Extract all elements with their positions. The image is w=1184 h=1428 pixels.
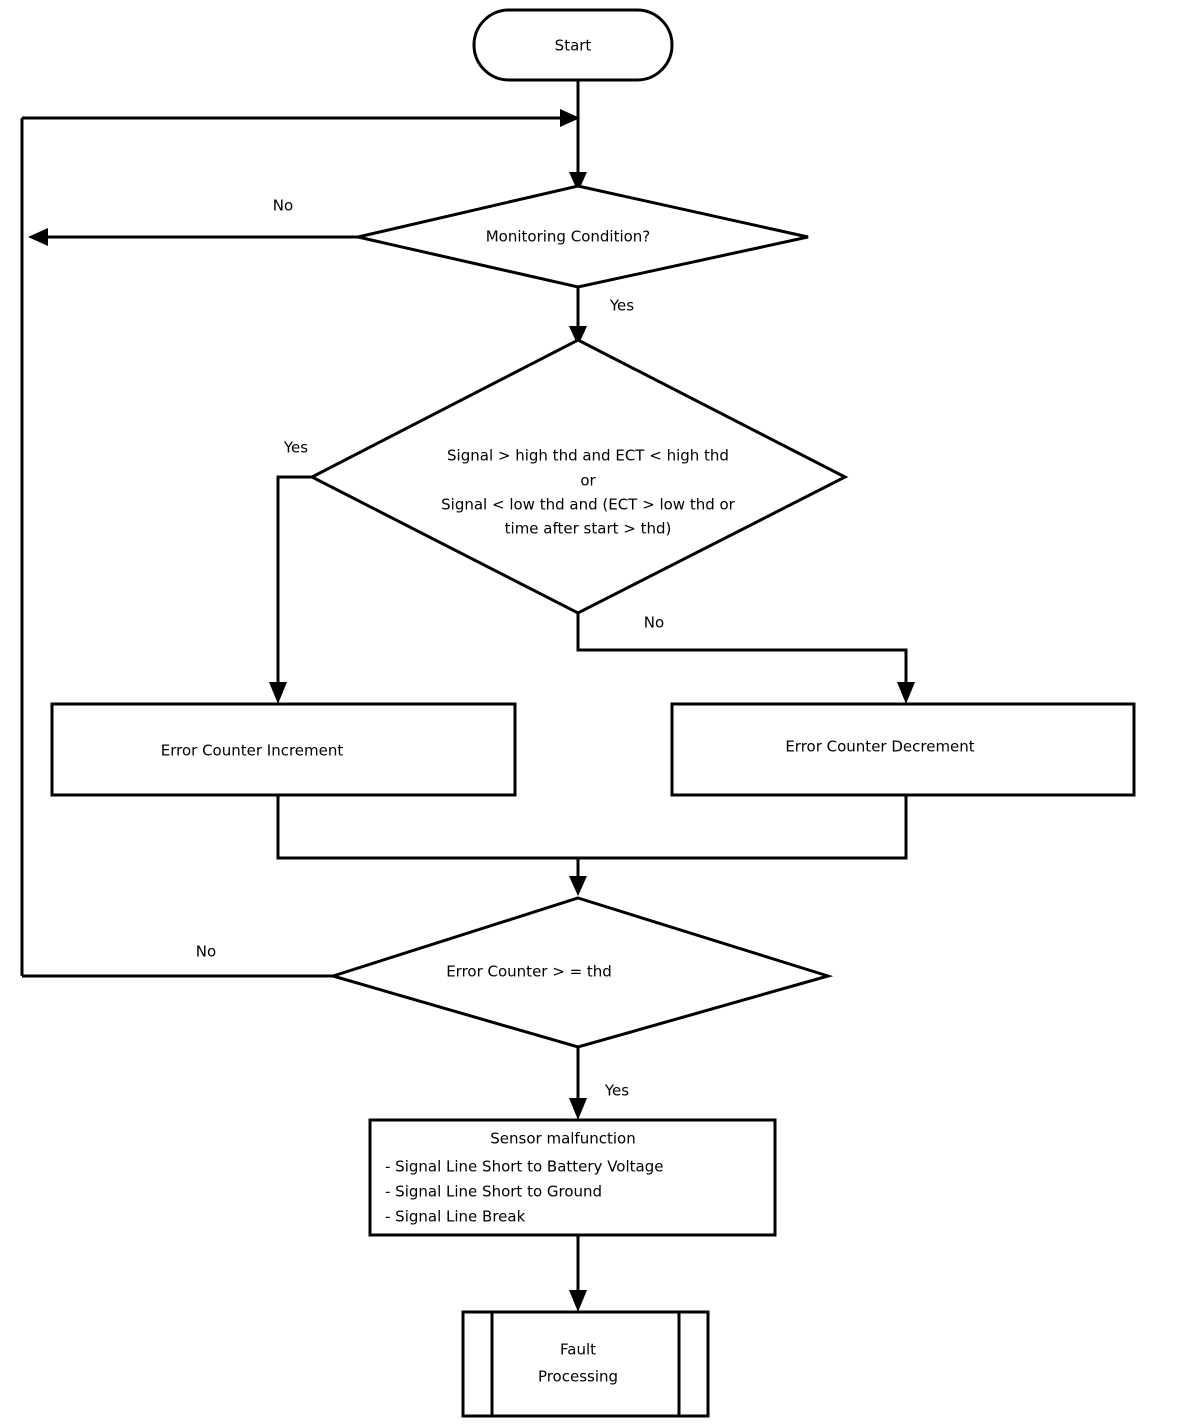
edge-label-threshold-yes: Yes	[604, 1082, 629, 1100]
arrowhead-down	[269, 682, 287, 704]
node-start[interactable]: Start	[472, 8, 674, 82]
error-counter-decrement-shape	[670, 702, 1136, 797]
arrowhead-down	[569, 1098, 587, 1120]
edge-loopback-top	[22, 109, 580, 127]
edge-label-signal-no: No	[644, 614, 664, 632]
node-error-counter-decrement[interactable]: Error Counter Decrement	[670, 702, 1136, 797]
node-error-counter-threshold[interactable]: Error Counter > = thd	[327, 896, 834, 1049]
edge-monitoring-yes	[569, 287, 587, 346]
node-signal-check[interactable]: Signal > high thd and ECT < high thd or …	[308, 338, 849, 615]
edge-counters-merge	[276, 795, 908, 896]
monitoring-condition-label: Monitoring Condition?	[486, 228, 651, 246]
arrowhead-down	[569, 1290, 587, 1312]
fault-processing-shape	[461, 1310, 710, 1418]
fault-processing-line-1: Fault	[560, 1341, 596, 1359]
start-label: Start	[555, 37, 592, 55]
signal-check-line-3: Signal < low thd and (ECT > low thd or	[441, 496, 736, 514]
arrowhead-down	[569, 876, 587, 896]
error-counter-threshold-shape	[327, 896, 834, 1049]
node-monitoring-condition[interactable]: Monitoring Condition?	[357, 184, 809, 289]
error-counter-increment-label: Error Counter Increment	[161, 742, 344, 760]
sensor-malfunction-item-1: - Signal Line Short to Battery Voltage	[385, 1158, 663, 1176]
error-counter-increment-shape	[50, 702, 517, 797]
edge-label-monitoring-yes: Yes	[609, 297, 634, 315]
monitoring-decision-shape	[357, 184, 809, 289]
start-terminator-shape	[472, 8, 674, 82]
arrowhead-right	[560, 109, 580, 127]
sensor-malfunction-item-3: - Signal Line Break	[385, 1208, 526, 1226]
signal-check-line-4: time after start > thd)	[505, 520, 672, 538]
edge-signal-yes	[269, 475, 312, 704]
edge-malfunction-to-fault	[569, 1235, 587, 1312]
edge-start-to-monitoring	[569, 80, 587, 192]
edge-threshold-yes	[569, 1047, 587, 1120]
signal-check-line-1: Signal > high thd and ECT < high thd	[447, 447, 729, 465]
sensor-malfunction-item-2: - Signal Line Short to Ground	[385, 1183, 602, 1201]
arrowhead-down	[569, 172, 587, 192]
node-error-counter-increment[interactable]: Error Counter Increment	[50, 702, 517, 797]
arrowhead-left	[28, 228, 48, 246]
node-sensor-malfunction[interactable]: Sensor malfunction - Signal Line Short t…	[368, 1118, 777, 1237]
edge-signal-no	[576, 613, 915, 704]
signal-check-decision-shape	[308, 338, 849, 615]
error-counter-decrement-label: Error Counter Decrement	[785, 738, 974, 756]
fault-processing-line-2: Processing	[538, 1368, 618, 1386]
edge-label-threshold-no: No	[196, 943, 216, 961]
arrowhead-down	[569, 326, 587, 346]
signal-check-line-2: or	[580, 472, 596, 490]
node-fault-processing[interactable]: Fault Processing	[461, 1310, 710, 1418]
arrowhead-down	[897, 682, 915, 704]
sensor-malfunction-heading: Sensor malfunction	[490, 1130, 635, 1148]
edge-label-signal-yes: Yes	[283, 439, 308, 457]
edge-label-monitoring-no: No	[273, 197, 293, 215]
sensor-malfunction-shape	[368, 1118, 777, 1237]
edge-monitoring-no	[28, 228, 358, 246]
error-counter-threshold-label: Error Counter > = thd	[446, 963, 612, 981]
